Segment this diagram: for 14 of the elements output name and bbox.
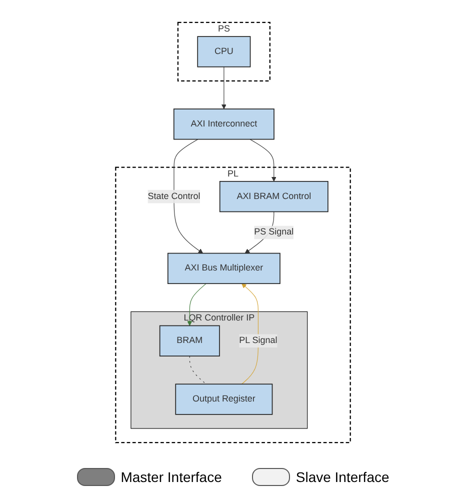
node-box: AXI Interconnect bbox=[173, 108, 274, 140]
node-box: CPU bbox=[197, 36, 251, 67]
edge-label: State Control bbox=[148, 191, 200, 201]
edge-label: PL Signal bbox=[239, 335, 278, 345]
arrow bbox=[174, 138, 204, 253]
legend-label: Slave Interface bbox=[296, 469, 390, 485]
edge-label: PS Signal bbox=[254, 226, 294, 236]
arrow bbox=[250, 138, 276, 182]
node-box: AXI Bus Multiplexer bbox=[167, 252, 280, 284]
node-box: AXI BRAM Control bbox=[219, 180, 328, 212]
node-box: Output Register bbox=[175, 383, 273, 414]
arrow bbox=[221, 66, 226, 109]
node-box: BRAM bbox=[159, 324, 220, 356]
legend-label: Master Interface bbox=[120, 469, 222, 485]
